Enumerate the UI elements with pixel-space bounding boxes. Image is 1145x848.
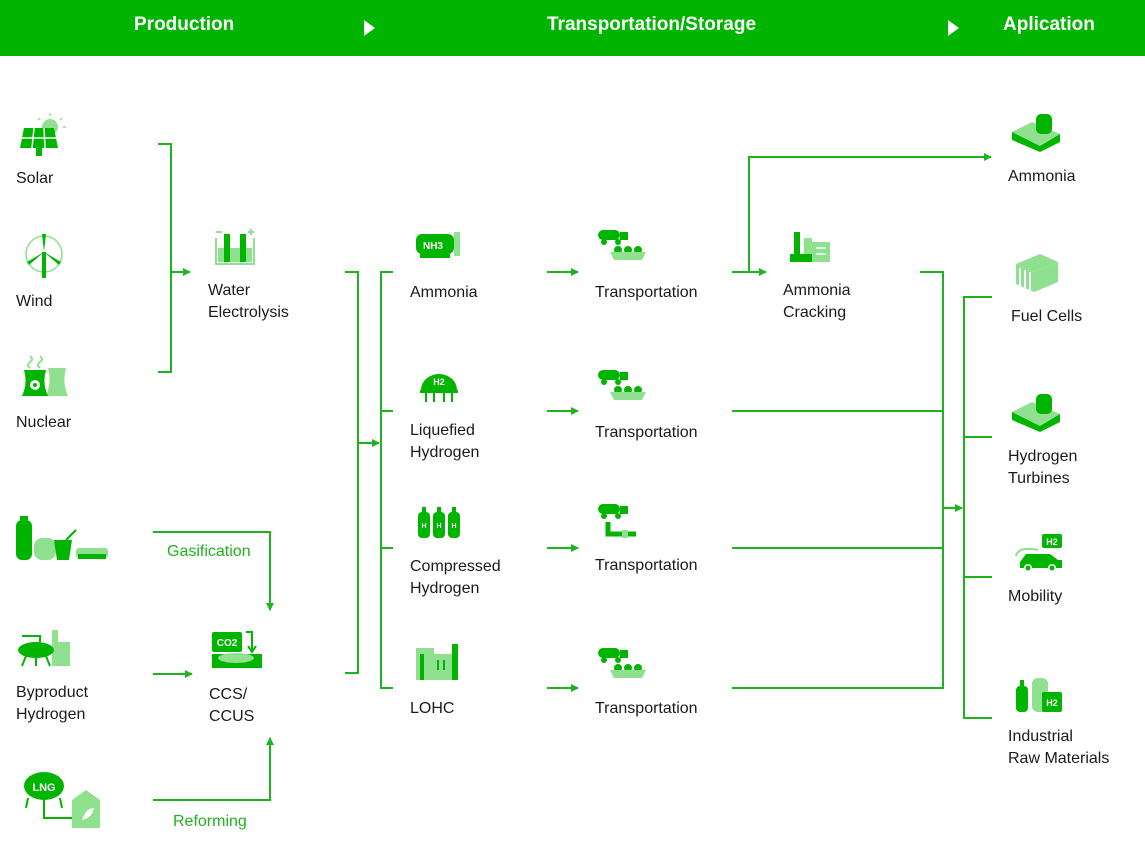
transport-ship-icon-1 xyxy=(598,230,646,260)
ammonia-app-icon xyxy=(1012,114,1060,152)
stage-transportation-storage: Transportation/Storage xyxy=(547,14,757,35)
nuclear-plant-icon xyxy=(22,355,68,396)
h2-industrial-icon-text: H2 xyxy=(1046,698,1058,708)
label-carrier-ammonia: Ammonia xyxy=(410,284,478,301)
arrow-to-ammonia-app xyxy=(748,153,992,272)
arrow-reforming xyxy=(153,737,274,801)
label-compressed-line1: Compressed xyxy=(410,558,501,575)
electrolysis-icon xyxy=(215,229,255,265)
carriers-bracket xyxy=(380,271,393,689)
h2-liquefied-icon-text: H2 xyxy=(433,377,445,387)
industrial-materials-icon: H2 xyxy=(1016,678,1062,712)
label-liquefied-line2: Hydrogen xyxy=(410,444,480,461)
label-app-ammonia: Ammonia xyxy=(1008,168,1076,185)
label-liquefied-line1: Liquefied xyxy=(410,422,475,439)
label-turbines-line1: Hydrogen xyxy=(1008,448,1078,465)
svg-text:H: H xyxy=(421,523,426,530)
liquefied-tank-icon: H2 xyxy=(420,374,458,402)
renewables-bracket xyxy=(158,143,172,373)
label-byproduct-line1: Byproduct xyxy=(16,684,89,701)
lng-icon-text: LNG xyxy=(32,782,55,794)
ammonia-tank-icon: NH3 xyxy=(416,232,460,258)
label-water-line1: Water xyxy=(208,282,251,299)
stage-arrow-1 xyxy=(364,20,375,36)
applications-bracket xyxy=(963,296,992,719)
label-ccs-line2: CCUS xyxy=(209,708,255,725)
lohc-plant-icon xyxy=(416,644,458,680)
label-app-mobility: Mobility xyxy=(1008,588,1063,605)
lng-tank-icon: LNG xyxy=(24,772,100,828)
label-transport-2: Transportation xyxy=(595,424,698,441)
fuel-cells-icon xyxy=(1016,254,1058,292)
stage-production: Production xyxy=(134,14,235,35)
ccs-icon: CO2 xyxy=(212,631,262,668)
label-wind: Wind xyxy=(16,293,53,310)
label-app-hydrogen-turbines: Hydrogen Turbines xyxy=(1008,446,1077,490)
wind-turbine-icon xyxy=(25,234,63,278)
label-water-electrolysis: Water Electrolysis xyxy=(208,280,289,324)
label-ccs-line1: CCS/ xyxy=(209,686,248,703)
label-reforming: Reforming xyxy=(173,813,247,830)
label-app-fuel-cells: Fuel Cells xyxy=(1011,308,1083,325)
label-byproduct-line2: Hydrogen xyxy=(16,706,86,723)
label-cracking-line1: Ammonia xyxy=(783,282,851,299)
stage-application: Aplication xyxy=(1003,14,1095,35)
stage-arrow-2 xyxy=(948,20,959,36)
nh3-icon-text: NH3 xyxy=(423,241,443,252)
arrow-gasification xyxy=(153,531,274,611)
svg-text:H: H xyxy=(436,523,441,530)
byproduct-plant-icon xyxy=(18,630,70,667)
label-industrial-line2: Raw Materials xyxy=(1008,750,1110,767)
hydrogen-turbine-icon xyxy=(1012,394,1060,432)
label-liquefied-hydrogen: Liquefied Hydrogen xyxy=(410,420,479,464)
h2-mobility-icon-text: H2 xyxy=(1046,537,1058,547)
svg-text:H: H xyxy=(451,523,456,530)
label-ammonia-cracking: Ammonia Cracking xyxy=(783,280,851,324)
label-transport-1: Transportation xyxy=(595,284,698,301)
label-industrial-line1: Industrial xyxy=(1008,728,1073,745)
label-compressed-hydrogen: Compressed Hydrogen xyxy=(410,556,501,600)
transport-pipeline-icon xyxy=(598,504,636,538)
label-app-industrial: Industrial Raw Materials xyxy=(1008,726,1109,770)
label-compressed-line2: Hydrogen xyxy=(410,580,480,597)
label-turbines-line2: Turbines xyxy=(1008,470,1070,487)
mobility-car-icon: H2 xyxy=(1015,534,1062,572)
production-bracket xyxy=(345,271,359,674)
label-water-line2: Electrolysis xyxy=(208,304,289,321)
label-nuclear: Nuclear xyxy=(16,414,72,431)
label-transport-3: Transportation xyxy=(595,557,698,574)
label-cracking-line2: Cracking xyxy=(783,304,847,321)
waste-plastics-icon xyxy=(16,516,108,560)
label-transport-4: Transportation xyxy=(595,700,698,717)
label-ccs-ccus: CCS/ CCUS xyxy=(209,684,254,728)
co2-icon-text: CO2 xyxy=(217,638,238,649)
label-byproduct-hydrogen: Byproduct Hydrogen xyxy=(16,682,88,726)
merge-right-line xyxy=(732,271,944,689)
transport-ship-icon-2 xyxy=(598,370,646,400)
label-solar: Solar xyxy=(16,170,54,187)
label-gasification: Gasification xyxy=(167,543,251,560)
solar-panel-icon xyxy=(20,113,66,156)
label-lohc: LOHC xyxy=(410,700,455,717)
cracking-plant-icon xyxy=(790,232,830,262)
transport-ship-icon-3 xyxy=(598,648,646,678)
